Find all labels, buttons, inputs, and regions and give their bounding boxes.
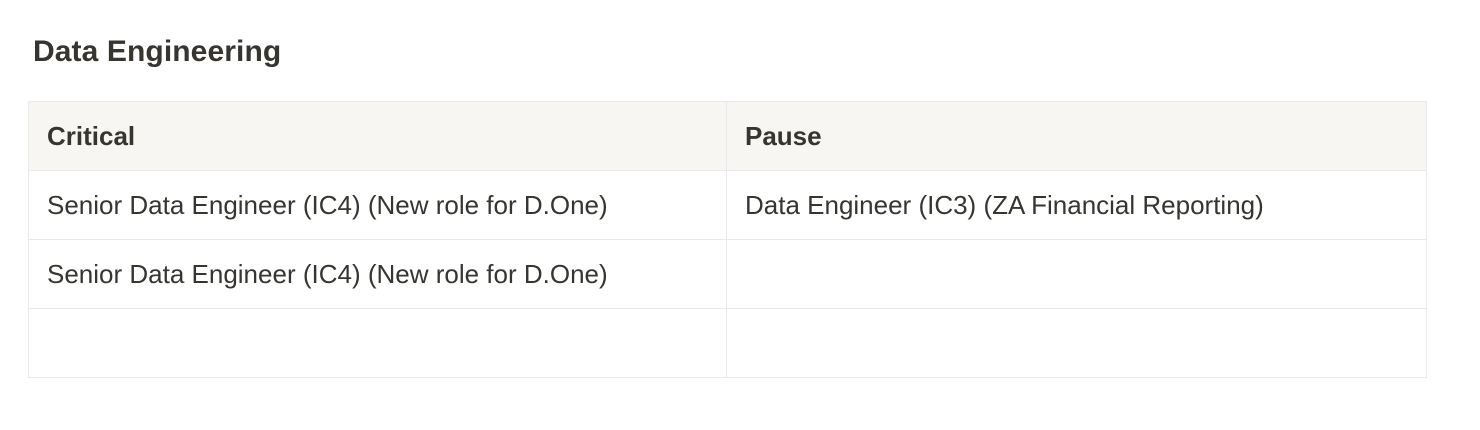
table-row: Senior Data Engineer (IC4) (New role for… (28, 239, 1427, 309)
column-header-pause[interactable]: Pause (726, 101, 1427, 171)
column-header-critical[interactable]: Critical (28, 101, 727, 171)
table-header-row: Critical Pause (28, 101, 1427, 171)
table-cell[interactable] (28, 308, 727, 378)
table-row (28, 308, 1427, 378)
table-cell[interactable]: Senior Data Engineer (IC4) (New role for… (28, 239, 727, 309)
table-row: Senior Data Engineer (IC4) (New role for… (28, 170, 1427, 240)
table-cell[interactable] (726, 308, 1427, 378)
roles-table: Critical Pause Senior Data Engineer (IC4… (28, 101, 1427, 378)
table-cell[interactable]: Data Engineer (IC3) (ZA Financial Report… (726, 170, 1427, 240)
table-cell[interactable]: Senior Data Engineer (IC4) (New role for… (28, 170, 727, 240)
section-heading: Data Engineering (33, 35, 282, 68)
table-cell[interactable] (726, 239, 1427, 309)
